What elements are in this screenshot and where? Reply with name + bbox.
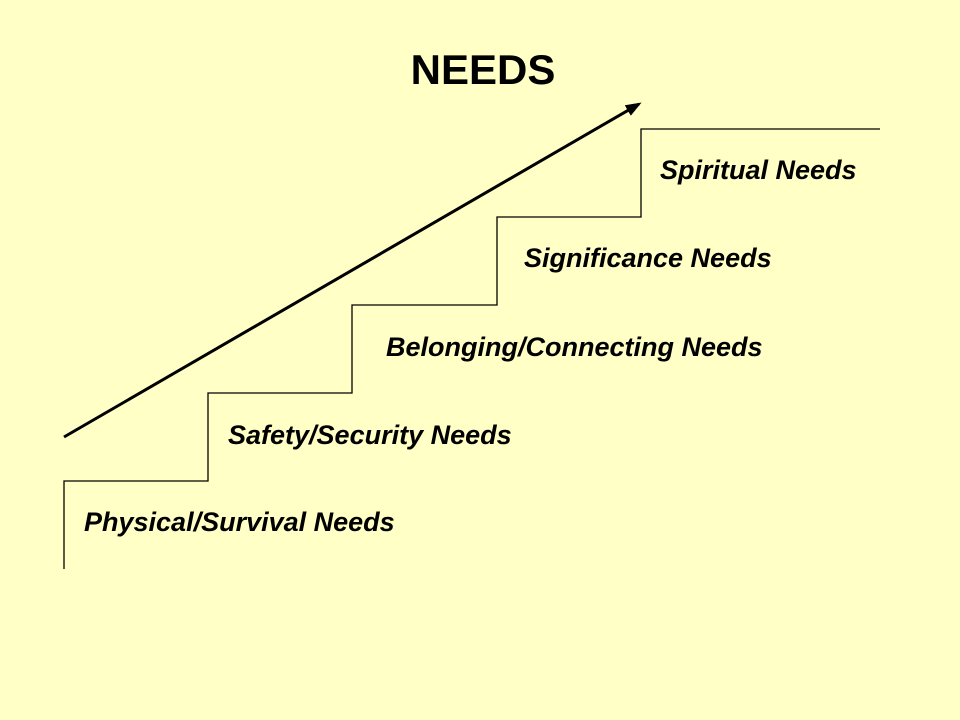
slide-title: NEEDS [410,46,556,93]
step-label-physical-survival-needs: Physical/Survival Needs [84,507,395,537]
step-label-belonging-connecting-needs: Belonging/Connecting Needs [386,332,763,362]
growth-arrow [63,102,642,439]
step-label-safety-security-needs: Safety/Security Needs [228,420,512,450]
step-label-significance-needs: Significance Needs [524,243,772,273]
step-label-spiritual-needs: Spiritual Needs [660,155,857,185]
staircase-outline [63,128,880,569]
